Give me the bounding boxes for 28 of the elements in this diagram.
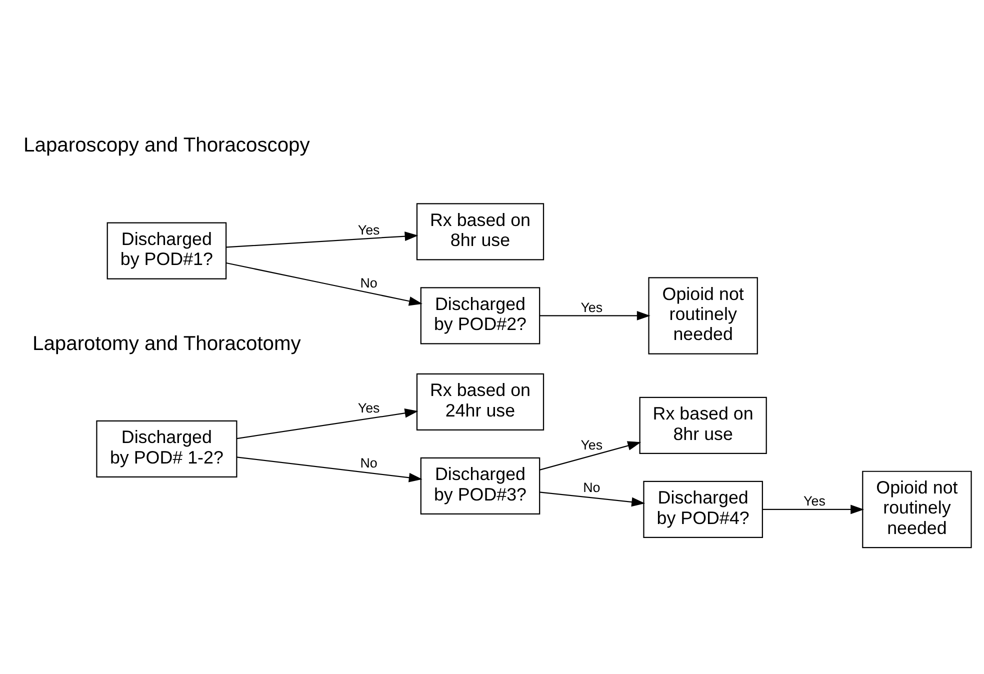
node-box: Rx based on 8hr use — [416, 203, 544, 260]
node-box: Discharged by POD#3? — [420, 457, 540, 514]
label: Laparoscopy and Thoracoscopy — [24, 134, 310, 157]
edge-label: Yes — [580, 300, 603, 315]
node-box: Discharged by POD#1? — [106, 222, 227, 280]
arrow — [226, 232, 418, 248]
edge-label: Yes — [580, 438, 603, 453]
arrow — [226, 262, 422, 306]
edge-label: No — [360, 456, 378, 471]
node-box: Rx based on 24hr use — [416, 373, 544, 430]
arrow — [540, 311, 650, 320]
node-box: Discharged by POD#2? — [420, 287, 540, 344]
arrow — [236, 456, 422, 482]
arrow — [762, 504, 864, 514]
node-box: Opioid not routinely needed — [862, 470, 972, 548]
edge-label: Yes — [358, 222, 380, 238]
arrow — [540, 492, 646, 507]
arrow — [236, 408, 418, 440]
edge-label: No — [583, 480, 600, 496]
arrow — [539, 441, 642, 470]
node-box: Discharged by POD#4? — [643, 480, 763, 538]
node-box: Rx based on 8hr use — [639, 396, 767, 454]
label: Laparotomy and Thoracotomy — [32, 332, 301, 355]
edge-label: No — [360, 275, 378, 290]
node-box: Opioid not routinely needed — [648, 277, 758, 354]
edge-label: Yes — [358, 400, 380, 416]
edge-label: Yes — [804, 494, 826, 509]
node-box: Discharged by POD# 1-2? — [96, 420, 238, 478]
